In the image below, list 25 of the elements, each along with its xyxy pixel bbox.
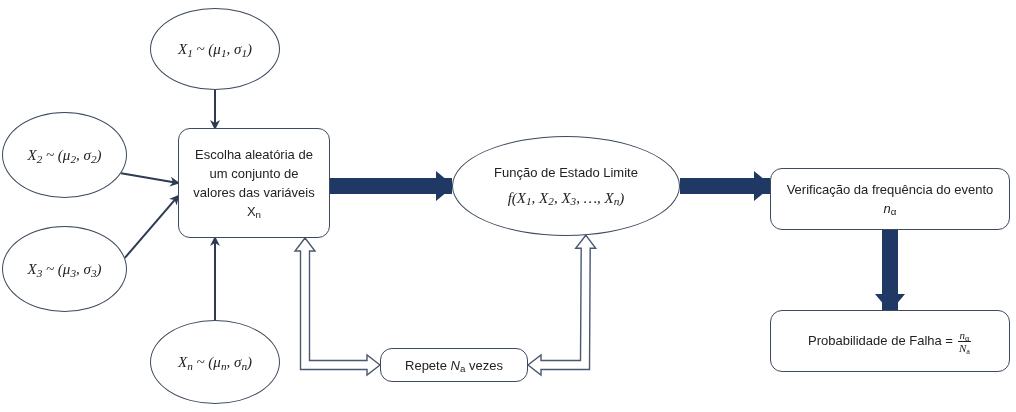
block-arrow — [875, 230, 905, 312]
variable-text: X$_{n}$ ~ (μ$_{n}$, σ$_{n}$) — [177, 352, 253, 374]
block-arrow — [680, 171, 772, 201]
hollow-arrow — [526, 234, 598, 377]
arrow — [210, 236, 220, 321]
repeat-box — [380, 348, 528, 382]
node-title: Função de Estado Limite — [494, 164, 638, 182]
arrow — [123, 194, 180, 259]
arrow — [120, 172, 180, 187]
node-text: Repete N$_{a}$ vezes — [405, 356, 503, 375]
variable-text: X$_{1}$ ~ (μ$_{1}$, σ$_{1}$) — [177, 39, 253, 61]
arrow — [210, 89, 220, 130]
function-formula: f(X$_{1}$, X$_{2}$, X$_{3}$, …, X$_{n}$) — [507, 188, 625, 209]
hollow-arrow — [293, 236, 382, 377]
process-box — [178, 128, 330, 238]
result-box — [770, 310, 1010, 372]
fraction-denominator: N$_{a}$ — [957, 341, 971, 354]
node-text: Probabilidade de Falha = — [808, 332, 953, 351]
variable-text: X$_{3}$ ~ (μ$_{3}$, σ$_{3}$) — [27, 259, 102, 281]
process-box — [770, 168, 1010, 230]
fraction-numerator: n$_{α}$ — [957, 328, 972, 342]
node-text: Verificação da frequência do evento n$_{α}$ — [785, 181, 995, 218]
node-text: Escolha aleatória de um conjunto de valores das variáveis X$_{n}$ — [192, 146, 316, 221]
variable-text: X$_{2}$ ~ (μ$_{2}$, σ$_{2}$) — [27, 145, 102, 167]
block-arrow — [330, 171, 454, 201]
